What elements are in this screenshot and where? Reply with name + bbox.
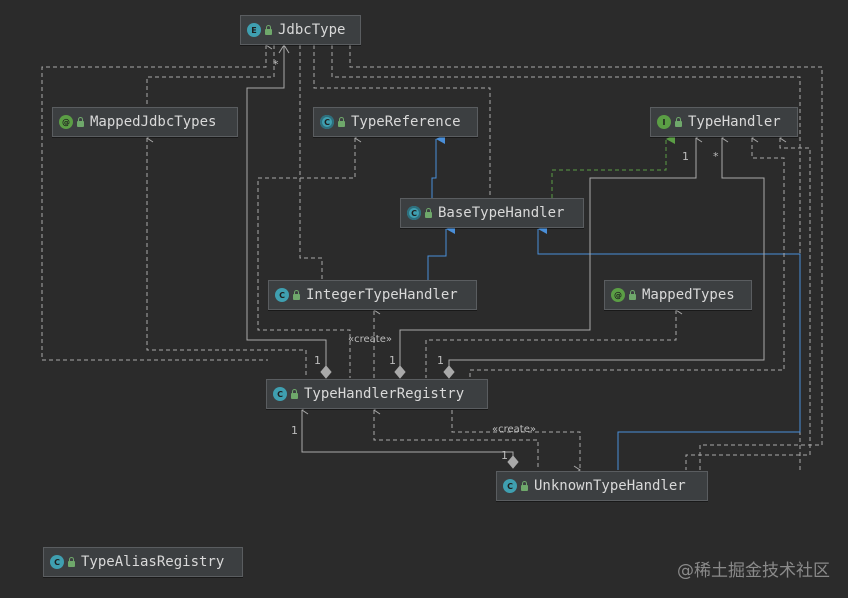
create-label-integer: «create»: [348, 334, 392, 345]
jdbc-type-label: JdbcType: [278, 22, 346, 38]
public-lock-icon: [265, 25, 272, 35]
enum-icon: E: [247, 23, 261, 37]
public-lock-icon: [68, 557, 75, 567]
public-lock-icon: [425, 208, 432, 218]
multiplicity-label: 1: [501, 449, 508, 462]
registry-unknown-edges: [301, 405, 581, 475]
public-lock-icon: [521, 481, 528, 491]
public-lock-icon: [675, 117, 682, 127]
unknown-type-handler-node[interactable]: C UnknownTypeHandler: [496, 471, 708, 501]
type-handler-node[interactable]: I TypeHandler: [650, 107, 798, 137]
integer-extends-base-edge: [427, 224, 455, 280]
class-icon: C: [503, 479, 517, 493]
unknown-type-handler-label: UnknownTypeHandler: [534, 478, 686, 494]
jdbc-registry-association: [246, 44, 332, 379]
integer-type-handler-node[interactable]: C IntegerTypeHandler: [268, 280, 477, 310]
public-lock-icon: [338, 117, 345, 127]
public-lock-icon: [629, 290, 636, 300]
public-lock-icon: [291, 389, 298, 399]
abstract-class-icon: C: [407, 206, 421, 220]
handler-unknown-edge: [685, 133, 811, 470]
multiplicity-label: 1: [389, 354, 396, 367]
base-type-handler-node[interactable]: C BaseTypeHandler: [400, 198, 584, 228]
handler-dependency-edge: [469, 133, 785, 378]
multiplicity-label: 1: [314, 354, 321, 367]
class-icon: C: [275, 288, 289, 302]
base-implements-handler-edge: [551, 134, 675, 198]
jdbc-type-node[interactable]: E JdbcType: [240, 15, 361, 45]
type-reference-label: TypeReference: [351, 114, 461, 130]
create-label-unknown: «create»: [492, 424, 536, 435]
type-alias-registry-node[interactable]: C TypeAliasRegistry: [43, 547, 243, 577]
class-icon: C: [273, 387, 287, 401]
public-lock-icon: [77, 117, 84, 127]
mapped-jdbc-types-node[interactable]: @ MappedJdbcTypes: [52, 107, 238, 137]
multiplicity-label: 1: [682, 150, 689, 163]
type-handler-label: TypeHandler: [688, 114, 781, 130]
base-type-handler-label: BaseTypeHandler: [438, 205, 565, 221]
integer-type-handler-label: IntegerTypeHandler: [306, 287, 458, 303]
multiplicity-label: 1: [291, 424, 298, 437]
multiplicity-label: *: [713, 150, 719, 163]
mapped-jdbc-types-label: MappedJdbcTypes: [90, 114, 217, 130]
annotation-icon: @: [59, 115, 73, 129]
annotation-icon: @: [611, 288, 625, 302]
class-icon: C: [50, 555, 64, 569]
public-lock-icon: [293, 290, 300, 300]
type-handler-registry-label: TypeHandlerRegistry: [304, 386, 465, 402]
multiplicity-label: *: [273, 58, 279, 71]
mapped-types-registry-edge: [425, 305, 683, 378]
mapped-types-node[interactable]: @ MappedTypes: [604, 280, 752, 310]
type-alias-registry-label: TypeAliasRegistry: [81, 554, 225, 570]
watermark-text: @稀土掘金技术社区: [677, 561, 830, 581]
interface-icon: I: [657, 115, 671, 129]
abstract-class-icon: C: [320, 115, 334, 129]
type-reference-integer-edge: [257, 133, 362, 378]
type-reference-node[interactable]: C TypeReference: [313, 107, 478, 137]
multiplicity-label: 1: [437, 354, 444, 367]
mapped-jdbc-registry-edge: [146, 133, 307, 378]
handler-registry-associations: [394, 133, 765, 379]
base-extends-reference-edge: [431, 134, 445, 198]
mapped-types-label: MappedTypes: [642, 287, 735, 303]
type-handler-registry-node[interactable]: C TypeHandlerRegistry: [266, 379, 488, 409]
unknown-extends-base-edge: [537, 224, 801, 470]
